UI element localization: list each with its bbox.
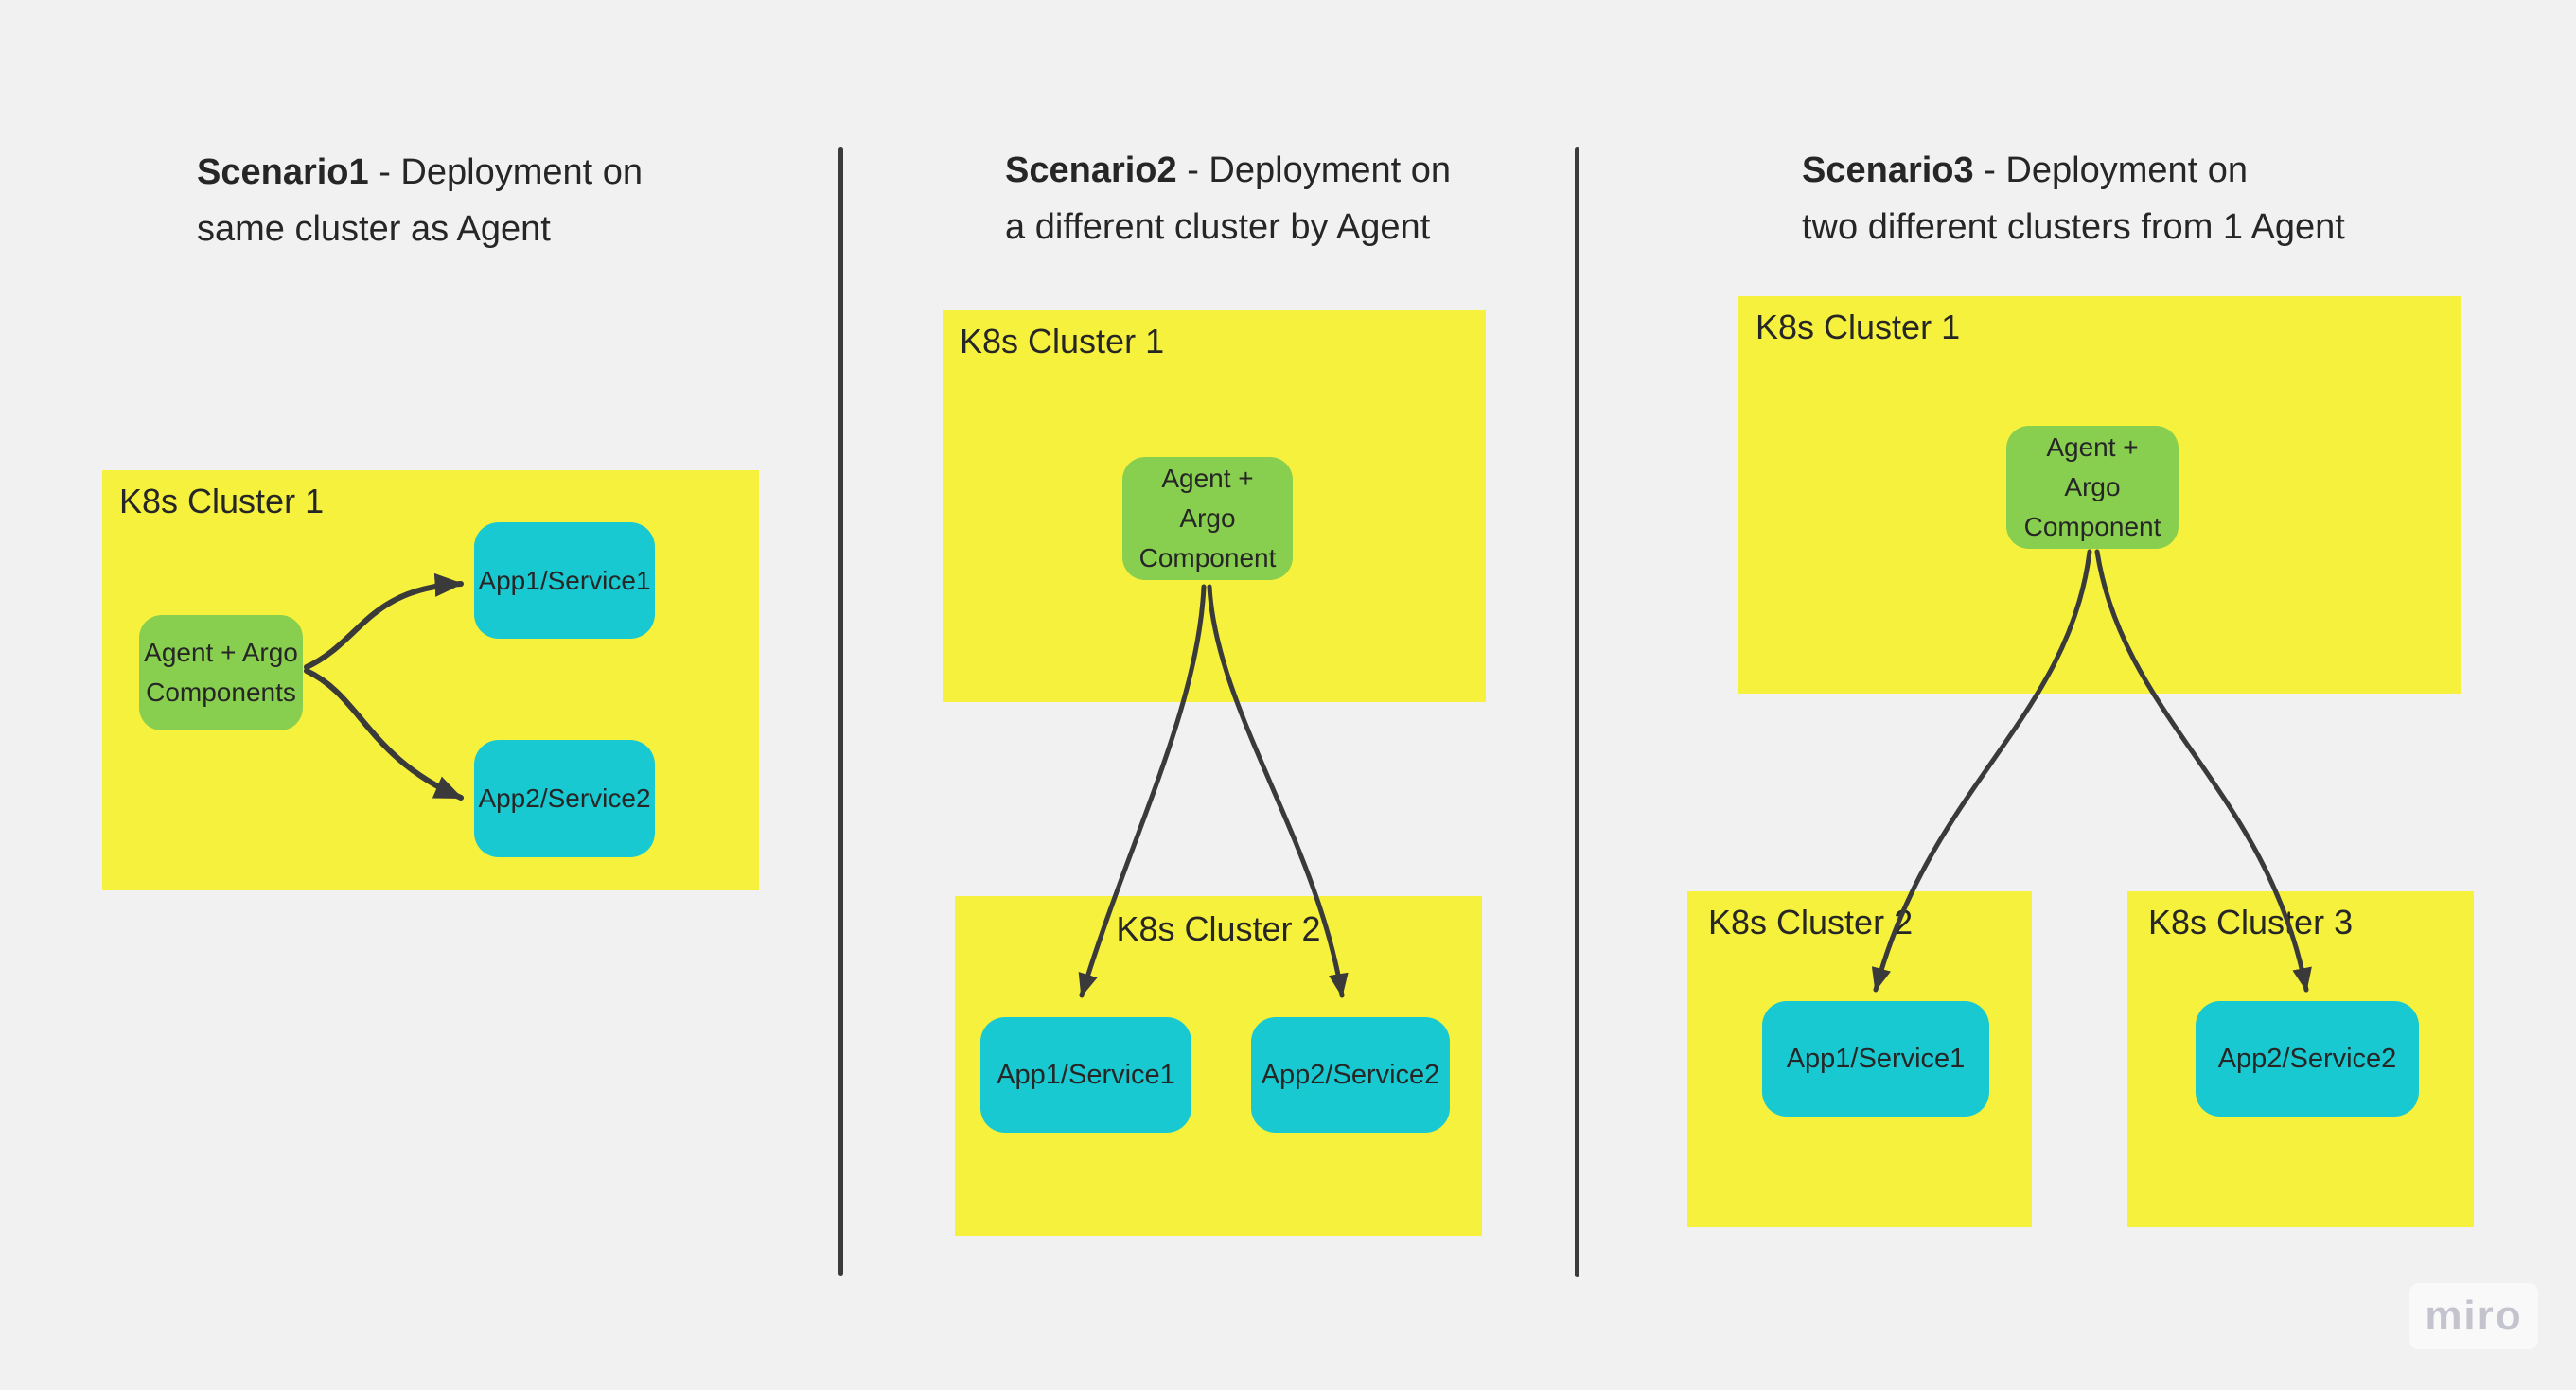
column-divider-2[interactable] [1575, 147, 1579, 1277]
s1-app2-node[interactable]: App2/Service2 [474, 740, 655, 857]
scenario3-title-line1: Scenario3 - Deployment on [1802, 150, 2249, 190]
s3-cluster2-label: K8s Cluster 2 [1708, 903, 1914, 941]
s2-app2-label: App2/Service2 [1261, 1059, 1440, 1090]
scenario2-title-line2: a different cluster by Agent [1005, 207, 1431, 247]
scenario3-title-line2: two different clusters from 1 Agent [1802, 207, 2345, 247]
s3-app1-label: App1/Service1 [1786, 1043, 1966, 1074]
s2-cluster2-label: K8s Cluster 2 [1116, 909, 1321, 948]
s1-app1-label: App1/Service1 [478, 565, 651, 595]
scenario3-title[interactable]: Scenario3 - Deployment on two different … [1802, 142, 2345, 255]
s3-cluster3-label: K8s Cluster 3 [2148, 903, 2354, 941]
column-divider-1[interactable] [838, 147, 843, 1276]
scenario1-title-line2: same cluster as Agent [197, 209, 551, 249]
s3-cluster1-label: K8s Cluster 1 [1756, 308, 1961, 346]
s3-app1-node[interactable]: App1/Service1 [1762, 1001, 1989, 1117]
miro-logo-text: miro [2425, 1293, 2523, 1339]
s3-app2-node[interactable]: App2/Service2 [2196, 1001, 2419, 1117]
s2-app1-node[interactable]: App1/Service1 [980, 1017, 1191, 1133]
s2-app2-node[interactable]: App2/Service2 [1251, 1017, 1450, 1133]
s2-cluster1-label: K8s Cluster 1 [960, 322, 1165, 361]
s1-cluster1-label: K8s Cluster 1 [119, 482, 325, 520]
s1-app2-label: App2/Service2 [478, 783, 651, 813]
s1-app1-node[interactable]: App1/Service1 [474, 522, 655, 639]
scenario2-title-line1: Scenario2 - Deployment on [1005, 150, 1452, 190]
s3-app2-label: App2/Service2 [2217, 1043, 2397, 1074]
s2-app1-label: App1/Service1 [997, 1059, 1175, 1090]
scenario1-title-line1: Scenario1 - Deployment on [197, 152, 644, 192]
scenario2-title[interactable]: Scenario2 - Deployment on a different cl… [1005, 142, 1451, 255]
scenario1-title[interactable]: Scenario1 - Deployment on same cluster a… [197, 144, 643, 257]
miro-watermark: miro [2409, 1283, 2538, 1349]
